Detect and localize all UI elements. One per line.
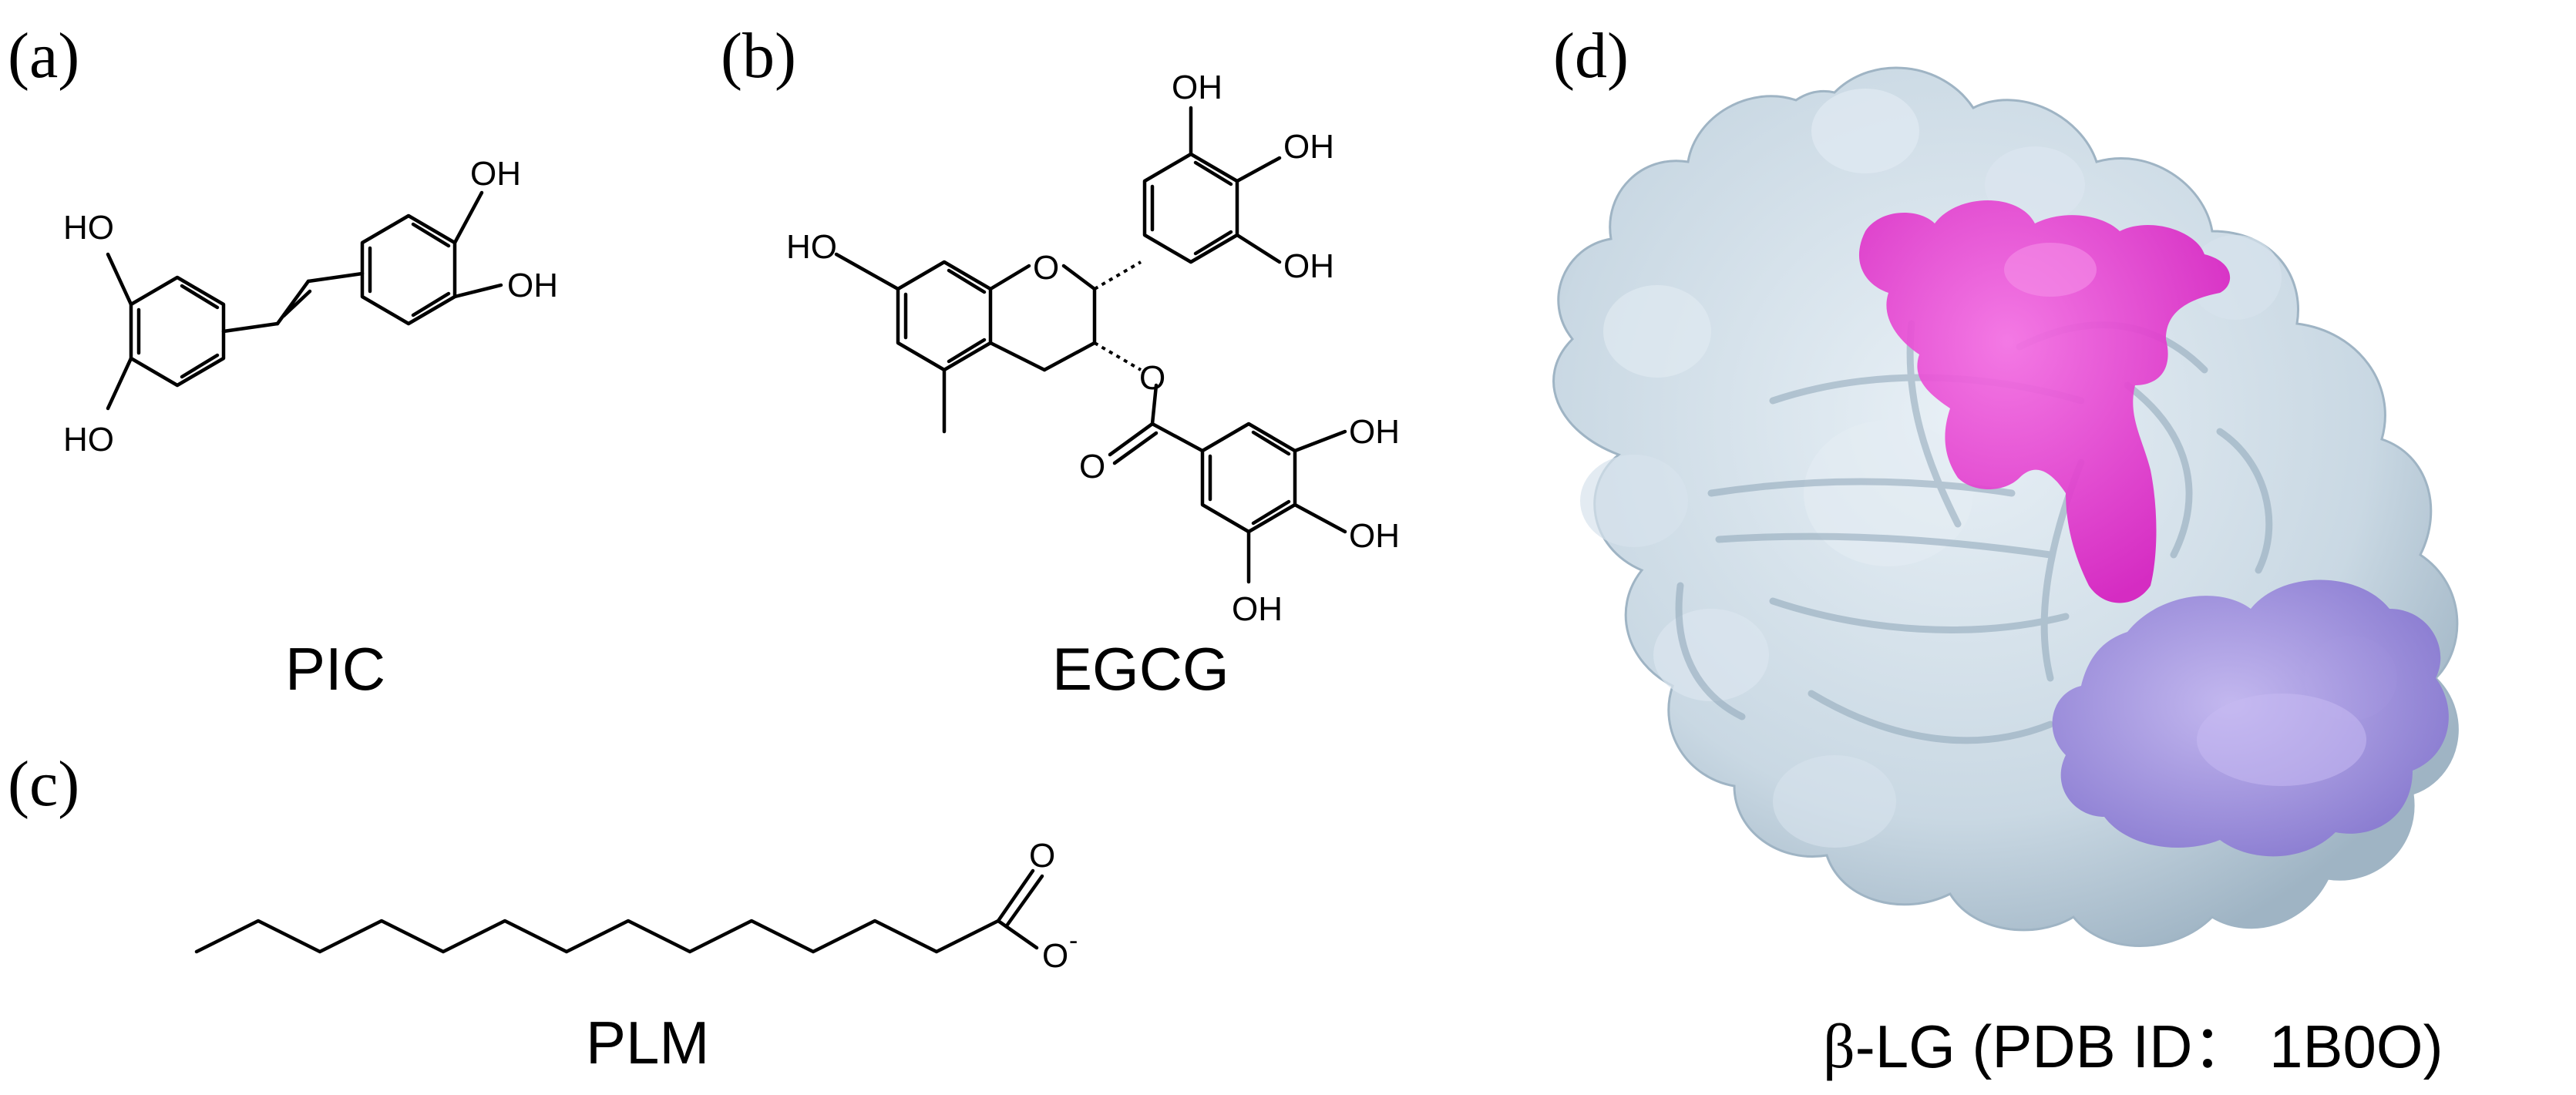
protein-surface	[1552, 66, 2459, 947]
binding-site-magenta	[1858, 200, 2231, 603]
egcg-o-ester: O	[1139, 359, 1165, 397]
egcg-o-carbonyl: O	[1079, 448, 1105, 485]
plm-minus: -	[1069, 926, 1078, 956]
egcg-oh-b-bottom: OH	[1283, 247, 1334, 285]
caption-beta: β	[1823, 1011, 1855, 1081]
egcg-name: EGCG	[1052, 635, 1229, 703]
plm-name: PLM	[586, 1009, 709, 1077]
egcg-oh-b-top: OH	[1172, 69, 1222, 106]
panel-c-label: (c)	[8, 748, 79, 820]
egcg-structure	[834, 106, 1347, 584]
pic-structure	[106, 190, 503, 411]
protein-caption: β-LG (PDB ID： 1B0O)	[1823, 1011, 2443, 1081]
pic-oh-right: OH	[507, 267, 558, 304]
panel-b-label: (b)	[721, 20, 796, 92]
panel-a: (a) HO HO OH OH PIC	[8, 20, 558, 703]
egcg-oh-d-top: OH	[1349, 413, 1400, 451]
egcg-oh-d-right: OH	[1349, 517, 1400, 555]
egcg-oh-d-bottom: OH	[1232, 590, 1283, 628]
pic-ho-top: HO	[63, 209, 114, 247]
panel-a-label: (a)	[8, 20, 79, 92]
egcg-ho-left: HO	[786, 228, 837, 266]
caption-rest: -LG (PDB ID： 1B0O)	[1855, 1013, 2443, 1080]
plm-o-carbonyl: O	[1029, 837, 1055, 875]
panel-d: (d)	[1552, 20, 2459, 1081]
pic-name: PIC	[285, 635, 385, 703]
pic-oh-top: OH	[470, 155, 521, 193]
panel-d-label: (d)	[1553, 20, 1629, 92]
egcg-o-ring: O	[1033, 249, 1059, 287]
plm-structure	[194, 868, 1044, 954]
egcg-oh-b-right: OH	[1283, 128, 1334, 166]
pic-ho-bottom: HO	[63, 421, 114, 458]
panel-c: (c) O O - PLM	[8, 748, 1078, 1077]
panel-b: (b)	[721, 20, 1400, 703]
plm-o-anion: O	[1042, 937, 1068, 975]
